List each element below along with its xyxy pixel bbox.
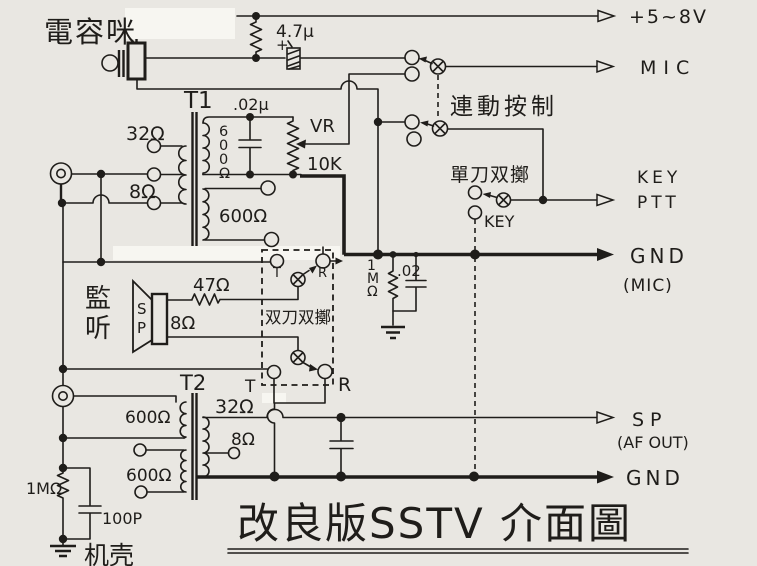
vr-label: VR — [310, 116, 335, 137]
bias-cap-polarity: + — [276, 36, 289, 54]
t1-cap-value: .02μ — [233, 95, 269, 114]
gnd-out-label: GND — [626, 466, 684, 490]
bias-resistor — [249, 15, 263, 59]
t2-left-bottom-value: 600Ω — [126, 466, 171, 486]
dpdt-label: 双刀双擲 — [265, 308, 331, 327]
t1-label: T1 — [183, 88, 213, 114]
t2-left-top-coil — [179, 401, 187, 439]
gnd-filter-cap: .02 — [397, 262, 421, 280]
chassis-label: 机壳 — [84, 541, 134, 566]
junction-dots — [57, 12, 548, 544]
t2-right-tap-value: 8Ω — [231, 430, 255, 450]
key-terminal-label: KEY — [484, 212, 515, 231]
phone-jack-bottom — [51, 384, 75, 408]
spdt-key-switch — [467, 185, 512, 220]
gnd-mic-sub-label: (MIC) — [623, 276, 673, 296]
page-title: 改良版SSTV 介面圖 — [237, 499, 632, 548]
r47-value: 47Ω — [193, 275, 230, 296]
speaker-impedance: 8Ω — [170, 313, 195, 334]
ptt-out-label: PTT — [637, 193, 680, 213]
supply-label: +5~8V — [629, 6, 708, 28]
t1-primary-coil — [178, 145, 187, 205]
phone-jack-top — [49, 162, 73, 185]
t2-left-top-value: 600Ω — [125, 408, 170, 428]
t2-right-value: 32Ω — [215, 396, 254, 418]
vr-value: 10K — [307, 154, 343, 175]
bias-cap-value: 4.7μ — [276, 22, 314, 42]
dpdt-top-r: R — [318, 266, 327, 281]
title-block: 改良版SSTV 介面圖 — [227, 499, 689, 554]
supply-arrow — [597, 9, 617, 23]
sp-out-label: SP — [632, 409, 668, 431]
transformer-t2 — [133, 393, 241, 500]
input-filter-resistor: 1MΩ — [26, 479, 62, 498]
t2-label: T2 — [179, 371, 206, 395]
ganged-switch-2-ptt — [404, 114, 449, 147]
gnd-symbol — [381, 325, 405, 340]
condenser-mic-label: 電容咪 — [44, 15, 137, 49]
t1-secondary-top-coil — [202, 122, 211, 176]
ganged-switch-1-mic — [404, 49, 447, 82]
condenser-mic-symbol — [101, 39, 147, 81]
dpdt-switch — [261, 249, 334, 386]
ptt-arrow — [596, 193, 616, 207]
electrolytic-cap-4u7 — [286, 40, 301, 70]
gnd-mic-label: GND — [630, 244, 688, 268]
spdt-label: 單刀双擲 — [450, 164, 530, 186]
monitor-label: 監听 — [85, 284, 111, 344]
ganged-switch-label: 連動按制 — [450, 94, 558, 120]
dpdt-bottom-r: R — [338, 374, 351, 396]
t1-core — [191, 112, 198, 246]
t1-primary-top-value: 32Ω — [126, 123, 165, 145]
sp-sub-label: (AF OUT) — [617, 433, 689, 452]
t2-left-bottom-coil — [180, 449, 187, 493]
t2-core — [191, 393, 198, 500]
chassis-ground-symbol — [50, 544, 76, 558]
gnd-mic-arrow — [597, 248, 614, 261]
gnd-arrow — [597, 470, 614, 484]
sp-arrow — [596, 410, 616, 425]
mic-out-label: MIC — [640, 57, 696, 79]
vr-potentiometer — [286, 116, 300, 176]
transformer-t1 — [146, 112, 280, 248]
t1-secondary-bottom-coil — [202, 188, 210, 241]
t2-right-coil — [202, 416, 210, 478]
t1-secondary-bottom-value: 600Ω — [219, 206, 267, 227]
output-arrows — [596, 9, 617, 484]
input-filter-cap: 100P — [102, 509, 143, 528]
mic-arrow — [596, 59, 616, 74]
dpdt-bottom-t: T — [244, 377, 256, 397]
dpdt-top-t: T — [272, 266, 281, 281]
key-out-label: KEY — [637, 168, 681, 188]
monitor-speaker-symbol — [132, 278, 169, 354]
t1-primary-tap-value: 8Ω — [129, 181, 156, 203]
